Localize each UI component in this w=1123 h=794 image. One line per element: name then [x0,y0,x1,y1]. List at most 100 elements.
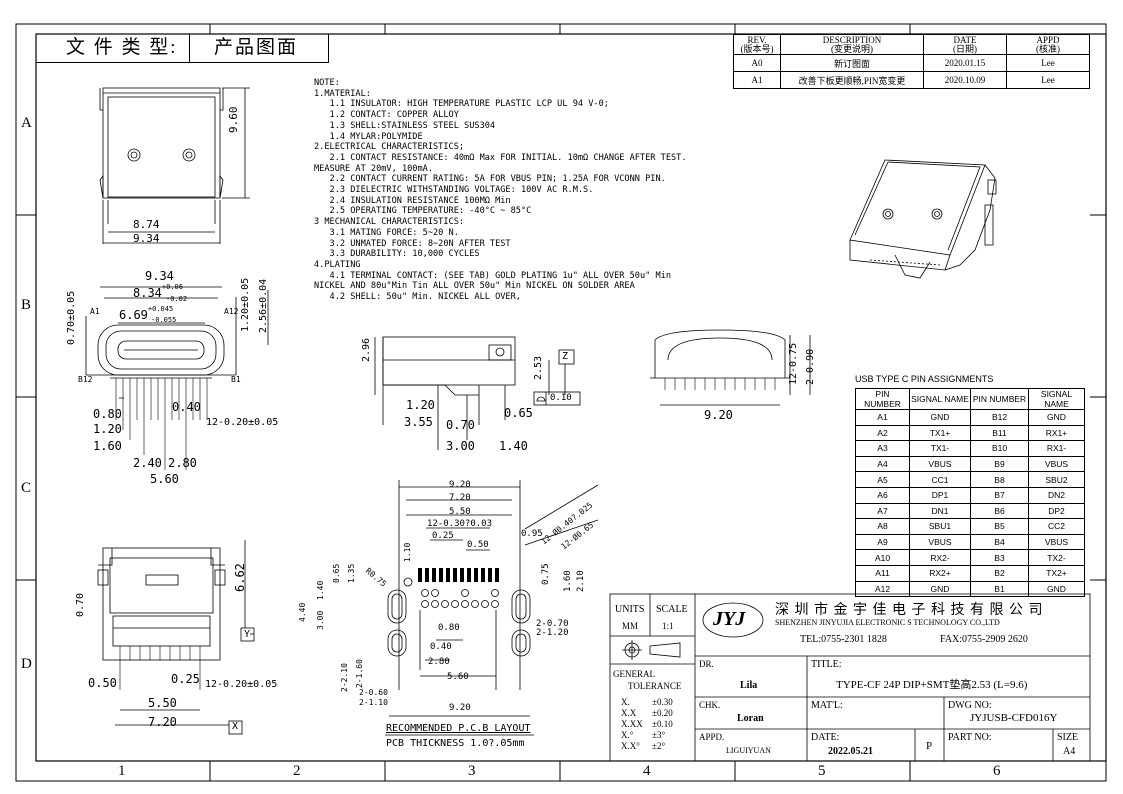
col-label-6: 6 [993,763,1001,779]
dim-front-pitch: 12-0.20±0.05 [206,417,279,428]
dim-bottom-550: 5.50 [148,696,177,710]
dim-top-w1: 8.74 [133,218,160,231]
size-label: SIZE [1057,732,1079,743]
note-line: 4.1 TERMINAL CONTACT: (SEE TAB) GOLD PLA… [314,270,671,281]
pcb-pitch: 12-0.30?0.03 [427,519,493,529]
pcb-w920: 9.20 [449,703,471,713]
tolerance-key: X. [621,697,630,707]
dim-side-355: 3.55 [404,415,433,429]
tolerance-value: ±0.10 [652,719,673,729]
label-b1: B1 [231,375,241,384]
note-line: 1.4 MYLAR:POLYMIDE [314,131,423,142]
col-label-3: 3 [468,763,476,779]
dwg-no-value: JYJUSB-CFD016Y [970,712,1058,724]
pcb-layout [385,480,599,736]
note-line: 1.MATERIAL: [314,88,371,99]
tolerance-label-1: GENERAL [613,669,655,679]
dwg-no-label: DWG NO: [948,700,992,711]
doc-type-label: 文 件 类 型: [66,37,178,58]
units-value: MM [622,621,639,631]
row-label-d: D [21,656,32,672]
note-line: MEASURE AT 20mV, 100mA. [314,163,433,174]
dim-front-240: 2.40 [133,456,162,470]
note-line: 3.1 MATING FORCE: 5~20 N. [314,227,459,238]
appd-value: LIGUIYUAN [726,746,771,755]
note-line: 2.ELECTRICAL CHARACTERISTICS; [314,142,465,153]
chk-label: CHK. [699,700,721,710]
pin-table-cell: GND [1028,580,1085,598]
label-b12: B12 [78,375,93,384]
pin-table-title: USB TYPE C PIN ASSIGNMENTS [855,374,994,384]
doc-type-value: 产品图面 [214,37,299,58]
dim-side-120: 1.20 [406,398,435,412]
scale-value: 1:1 [662,621,674,631]
company-fax: FAX:0755-2909 2620 [940,634,1028,645]
dim-side-300: 3.00 [446,439,475,453]
tolerance-key: X.XX [621,719,643,729]
label-a1: A1 [90,307,100,316]
note-line: 1.3 SHELL:STAINLESS STEEL SUS304 [314,120,496,131]
revision-table: REV.(版本号) DESCRIPTION(变更说明) DATE(日期) APP… [733,34,1090,89]
col-label-5: 5 [818,763,826,779]
appd-label: APPD. [699,732,725,742]
chk-value: Loran [737,713,764,724]
note-line: 4.2 SHELL: 50u" Min. NICKEL ALL OVER, [314,292,521,303]
pcb-080: 0.80 [438,623,460,633]
pin-assignment-table: PIN NUMBER SIGNAL NAME PIN NUMBER SIGNAL… [855,388,1085,598]
note-line: 2.3 DIELECTRIC WITHSTANDING VOLTAGE: 100… [314,185,594,196]
col-label-1: 1 [118,763,126,779]
pin-table-cell: GND [1028,409,1085,426]
pcb-040: 0.40 [430,642,452,652]
col-label-4: 4 [643,763,651,779]
dim-bottom-720: 7.20 [148,715,177,729]
pcb-s070: 2-0.70 [536,619,569,629]
company-tel: TEL:0755-2301 1828 [800,634,887,645]
dim-front-w: 9.34 [145,269,174,283]
dim-front-080: 0.80 [93,407,122,421]
pcb-caption: RECOMMENDED P.C.B LAYOUT [386,723,531,734]
note-line: 1.1 INSULATOR: HIGH TEMPERATURE PLASTIC … [314,99,609,110]
pcb-pad-row-bottom [421,589,499,608]
tolerance-key: X.X° [621,741,640,751]
pin-table-header: PIN NUMBER SIGNAL NAME PIN NUMBER SIGNAL… [855,388,1085,410]
pcb-s110: 2-1.10 [359,698,388,707]
note-line: 3 MECHANICAL CHARACTERISTICS: [314,217,465,228]
pcb-s060: 2-0.60 [359,688,388,697]
note-line: NOTE: [314,78,340,88]
pcb-920: 9.20 [449,480,471,490]
note-line: 3.2 UNMATED FORCE: 8~20N AFTER TEST [314,238,511,249]
note-line: 2.5 OPERATING TEMPERATURE: -40°C ~ 85°C [314,206,532,217]
dim-top-w2: 9.34 [133,232,160,245]
scale-label: SCALE [656,604,688,615]
notes-block: NOTE:1.MATERIAL: 1.1 INSULATOR: HIGH TEM… [314,78,687,303]
pcb-025: 0.25 [432,531,454,541]
flatness-value: 0.10 [550,393,572,403]
dim-front-w3-tol-dn: -0.055 [151,316,177,324]
dim-bottom-025: 0.25 [171,672,200,686]
dim-front-160: 1.60 [93,439,122,453]
doc-type-box: 文 件 类 型: 产品图面 [36,34,329,63]
sheet-p: P [926,740,933,752]
dim-front-w3: 6.69+0.045 [119,305,174,322]
dim-side-070: 0.70 [446,418,475,432]
pcb-pad-row-top [418,568,499,582]
dim-bottom-050: 0.50 [88,676,117,690]
pcb-550: 5.50 [449,507,471,517]
title-label: TITLE: [811,659,842,670]
dim-front-560: 5.60 [150,472,179,486]
note-line: NICKEL AND 80u"Min Tin ALL OVER 50u" Min… [314,281,635,292]
note-line: 1.2 CONTACT: COPPER ALLOY [314,110,459,121]
tolerance-key: X.X [621,708,637,718]
